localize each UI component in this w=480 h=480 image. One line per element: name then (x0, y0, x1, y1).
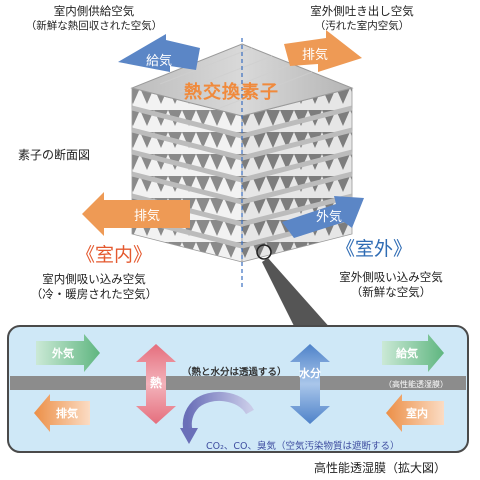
supply-arrow (118, 34, 200, 72)
top-left-line1: 室内側供給空気 (53, 4, 135, 18)
top-left-caption: 室内側供給空気 （新鮮な熱回収された空気） (24, 4, 164, 34)
outdoor-description: 室外側吸い込み空気 （新鮮な空気） (316, 270, 466, 300)
detail-exhaust-label: 排気 (56, 407, 78, 420)
indoor-desc-line1: 室内側吸い込み空気 (42, 272, 146, 286)
outdoor-desc-line1: 室外側吸い込み空気 (339, 270, 443, 284)
membrane-label: （高性能透湿膜） (384, 380, 448, 389)
detail-caption: 高性能透湿膜（拡大図） (314, 461, 447, 475)
indoor-description: 室内側吸い込み空気 （冷・暖房された空気） (14, 272, 174, 302)
top-right-line2: （汚れた室内空気） (314, 20, 410, 32)
detail-outside-air-label: 外気 (52, 347, 74, 360)
indoor-label: 《室内》 (76, 244, 153, 266)
core-title: 熱交換素子 (184, 82, 279, 103)
exhaust-top-arrow-label: 排気 (302, 48, 329, 63)
top-right-line1: 室外側吐き出し空気 (310, 4, 414, 18)
outdoor-label: 《室外》 (336, 238, 413, 260)
transmit-note: （熱と水分は透過する） (182, 367, 287, 378)
outdoor-desc-line2: （新鮮な空気） (350, 285, 432, 299)
exhaust-mid-arrow (82, 192, 190, 236)
top-left-line2: （新鮮な熱回収された空気） (25, 20, 163, 32)
magnify-circle (256, 244, 272, 260)
block-note: CO₂、CO、臭気（空気汚染物質は遮断する） (206, 441, 400, 452)
moisture-label: 水分 (299, 367, 321, 380)
heat-label: 熱 (150, 376, 163, 390)
indoor-desc-line2: （冷・暖房された空気） (30, 287, 158, 301)
top-right-caption: 室外側吐き出し空気 （汚れた室内空気） (282, 4, 442, 34)
exhaust-top-arrow (284, 30, 362, 72)
callout-wedge (262, 258, 332, 330)
detail-indoor-label: 室内 (406, 407, 428, 420)
outside-air-arrow (282, 196, 364, 238)
detail-supply-label: 給気 (396, 347, 418, 360)
exhaust-mid-arrow-label: 排気 (134, 209, 161, 224)
outside-air-arrow-label: 外気 (316, 210, 343, 225)
supply-arrow-label: 給気 (146, 54, 173, 69)
cross-section-label: 素子の断面図 (18, 148, 91, 162)
